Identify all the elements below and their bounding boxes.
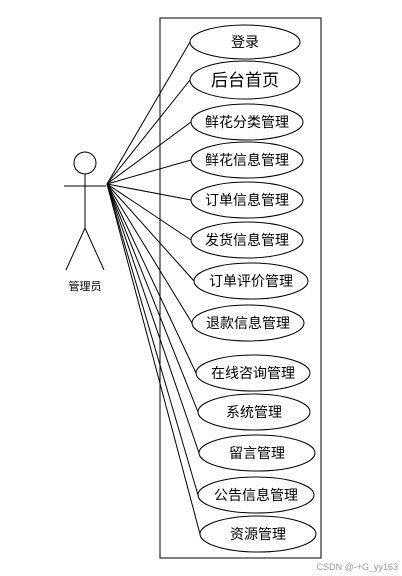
use-case-label: 退款信息管理 — [206, 315, 290, 332]
use-case: 订单信息管理 — [190, 181, 304, 219]
association-line — [106, 183, 193, 324]
association-line — [106, 183, 197, 374]
actor-label: 管理员 — [69, 279, 102, 293]
use-case-label: 资源管理 — [230, 527, 286, 543]
use-case-label: 在线咨询管理 — [211, 366, 295, 382]
use-case-ellipse — [197, 393, 311, 431]
use-case: 资源管理 — [199, 515, 317, 553]
use-case-ellipse — [189, 60, 301, 100]
association-line — [106, 183, 199, 413]
use-case-label: 登录 — [231, 35, 259, 51]
use-case-label: 鲜花信息管理 — [205, 152, 289, 169]
use-case-label: 订单信息管理 — [205, 192, 289, 209]
use-case: 退款信息管理 — [191, 304, 305, 342]
association-line — [106, 41, 191, 185]
use-case-ellipse — [191, 304, 305, 342]
use-case-label: 鲜花分类管理 — [205, 115, 289, 131]
use-case-list: 登录后台首页鲜花分类管理鲜花信息管理订单信息管理发货信息管理订单评价管理退款信息… — [189, 24, 317, 553]
use-case-label: 发货信息管理 — [205, 232, 289, 249]
use-case: 鲜花分类管理 — [190, 103, 304, 141]
watermark: CSDN @-+G_yy163 — [316, 562, 398, 572]
use-case-label: 后台首页 — [211, 71, 279, 91]
association-line — [106, 183, 195, 282]
use-case: 后台首页 — [189, 60, 301, 100]
use-case-ellipse — [190, 221, 304, 259]
use-case-ellipse — [190, 181, 304, 219]
use-case-label: 订单评价管理 — [209, 274, 293, 290]
use-case: 留言管理 — [198, 434, 316, 472]
association-lines — [106, 41, 201, 535]
association-line — [106, 121, 192, 185]
association-line — [106, 183, 192, 241]
use-case: 公告信息管理 — [197, 476, 315, 514]
association-line — [106, 183, 192, 201]
association-line — [106, 183, 200, 454]
association-line — [106, 79, 191, 185]
use-case: 订单评价管理 — [193, 262, 309, 300]
use-case-ellipse — [197, 476, 315, 514]
use-case: 鲜花信息管理 — [190, 141, 304, 179]
use-case-ellipse — [193, 262, 309, 300]
association-line — [106, 183, 199, 496]
use-case-label: 系统管理 — [226, 405, 282, 421]
actor-head — [73, 151, 97, 175]
actor: 管理员 — [64, 151, 106, 293]
use-case: 在线咨询管理 — [195, 354, 311, 392]
use-case-ellipse — [190, 141, 304, 179]
actor-left-leg — [65, 227, 86, 271]
association-line — [106, 183, 201, 535]
use-case-ellipse — [195, 354, 311, 392]
use-case-label: 留言管理 — [229, 446, 285, 462]
association-line — [106, 159, 192, 185]
use-case-ellipse — [189, 24, 301, 60]
use-case-ellipse — [199, 515, 317, 553]
actor-right-leg — [84, 227, 105, 271]
use-case: 登录 — [189, 24, 301, 60]
use-case-ellipse — [198, 434, 316, 472]
use-case-label: 公告信息管理 — [214, 487, 298, 504]
use-case: 系统管理 — [197, 393, 311, 431]
use-case: 发货信息管理 — [190, 221, 304, 259]
use-case-ellipse — [190, 103, 304, 141]
system-boundary — [159, 17, 322, 559]
